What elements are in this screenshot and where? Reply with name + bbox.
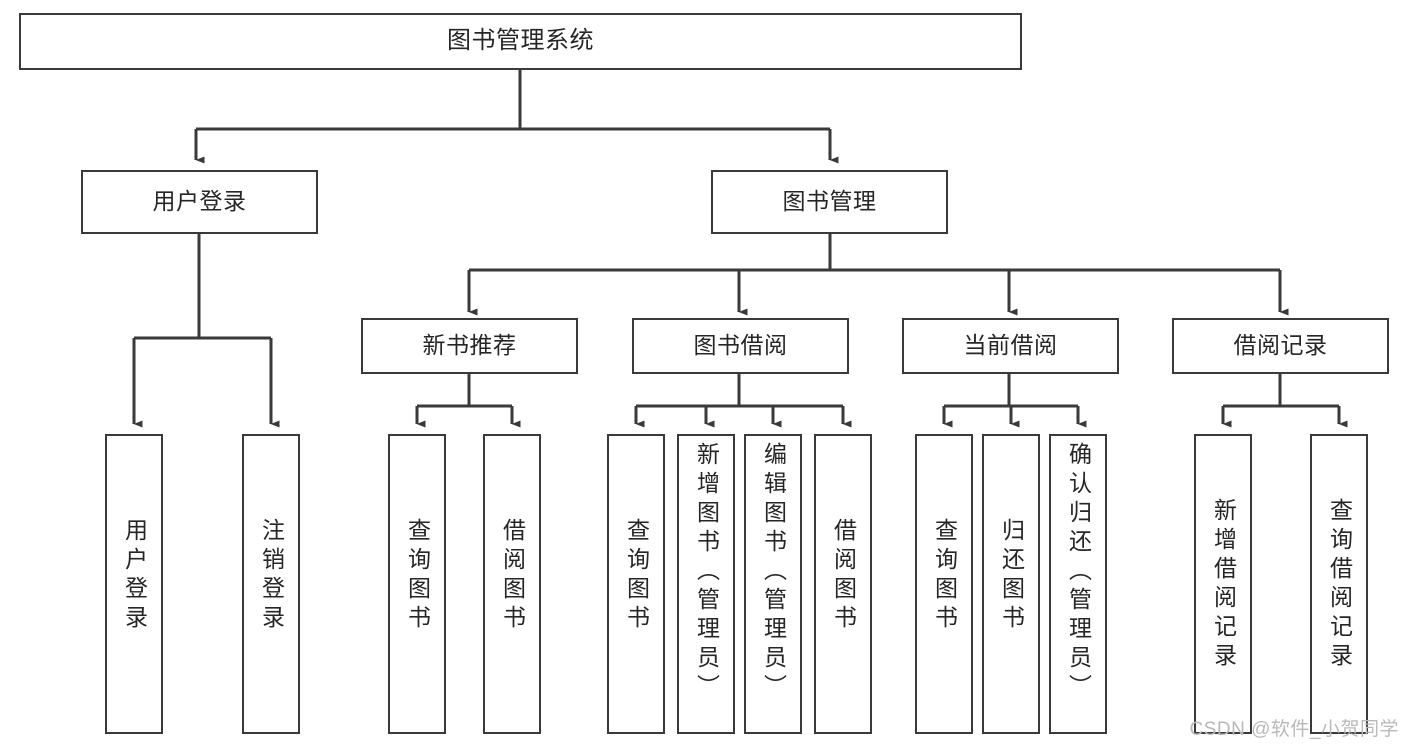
node-user-login[interactable]: 用户登录 <box>81 170 318 234</box>
leaf-book-borrow-borrow-book[interactable]: 借阅图书 <box>814 434 872 734</box>
leaf-new-book-query-book[interactable]: 查询图书 <box>388 434 446 734</box>
leaf-current-borrow-query-book[interactable]: 查询图书 <box>915 434 973 734</box>
node-label: 新增图书（管理员） <box>693 442 720 703</box>
node-label: 图书管理 <box>782 188 877 215</box>
node-new-book-recommendation[interactable]: 新书推荐 <box>361 318 578 374</box>
node-label: 查询图书 <box>931 518 958 634</box>
leaf-borrow-record-add-record[interactable]: 新增借阅记录 <box>1194 434 1252 734</box>
node-label: 编辑图书（管理员） <box>760 442 787 703</box>
leaf-current-borrow-confirm-return-admin[interactable]: 确认归还（管理员） <box>1049 434 1107 734</box>
node-book-management[interactable]: 图书管理 <box>711 170 948 234</box>
leaf-user-login-signin[interactable]: 用户登录 <box>105 434 163 734</box>
node-label: 图书管理系统 <box>447 27 594 55</box>
leaf-new-book-borrow-book[interactable]: 借阅图书 <box>483 434 541 734</box>
node-label: 新书推荐 <box>422 332 517 359</box>
leaf-current-borrow-return-book[interactable]: 归还图书 <box>982 434 1040 734</box>
leaf-borrow-record-query-record[interactable]: 查询借阅记录 <box>1310 434 1368 734</box>
node-label: 用户登录 <box>121 518 148 634</box>
csdn-watermark: CSDN @软件_小贺同学 <box>1189 719 1399 740</box>
node-label: 用户登录 <box>152 188 247 215</box>
node-label: 图书借阅 <box>693 332 788 359</box>
node-label: 当前借阅 <box>963 332 1058 359</box>
node-label: 查询图书 <box>404 518 431 634</box>
leaf-book-borrow-query-book[interactable]: 查询图书 <box>607 434 665 734</box>
leaf-user-login-signout[interactable]: 注销登录 <box>242 434 300 734</box>
node-label: 借阅图书 <box>830 518 857 634</box>
node-borrowing-record[interactable]: 借阅记录 <box>1172 318 1389 374</box>
node-current-borrowing[interactable]: 当前借阅 <box>902 318 1119 374</box>
node-label: 注销登录 <box>258 518 285 634</box>
leaf-book-borrow-edit-book-admin[interactable]: 编辑图书（管理员） <box>744 434 802 734</box>
leaf-book-borrow-add-book-admin[interactable]: 新增图书（管理员） <box>677 434 735 734</box>
node-book-borrowing[interactable]: 图书借阅 <box>632 318 849 374</box>
node-label: 借阅图书 <box>499 518 526 634</box>
node-label: 查询图书 <box>623 518 650 634</box>
node-label: 确认归还（管理员） <box>1065 442 1092 703</box>
node-label: 查询借阅记录 <box>1326 498 1353 672</box>
node-root-library-management-system[interactable]: 图书管理系统 <box>19 13 1022 70</box>
node-label: 新增借阅记录 <box>1210 498 1237 672</box>
node-label: 借阅记录 <box>1233 332 1328 359</box>
node-label: 归还图书 <box>998 518 1025 634</box>
